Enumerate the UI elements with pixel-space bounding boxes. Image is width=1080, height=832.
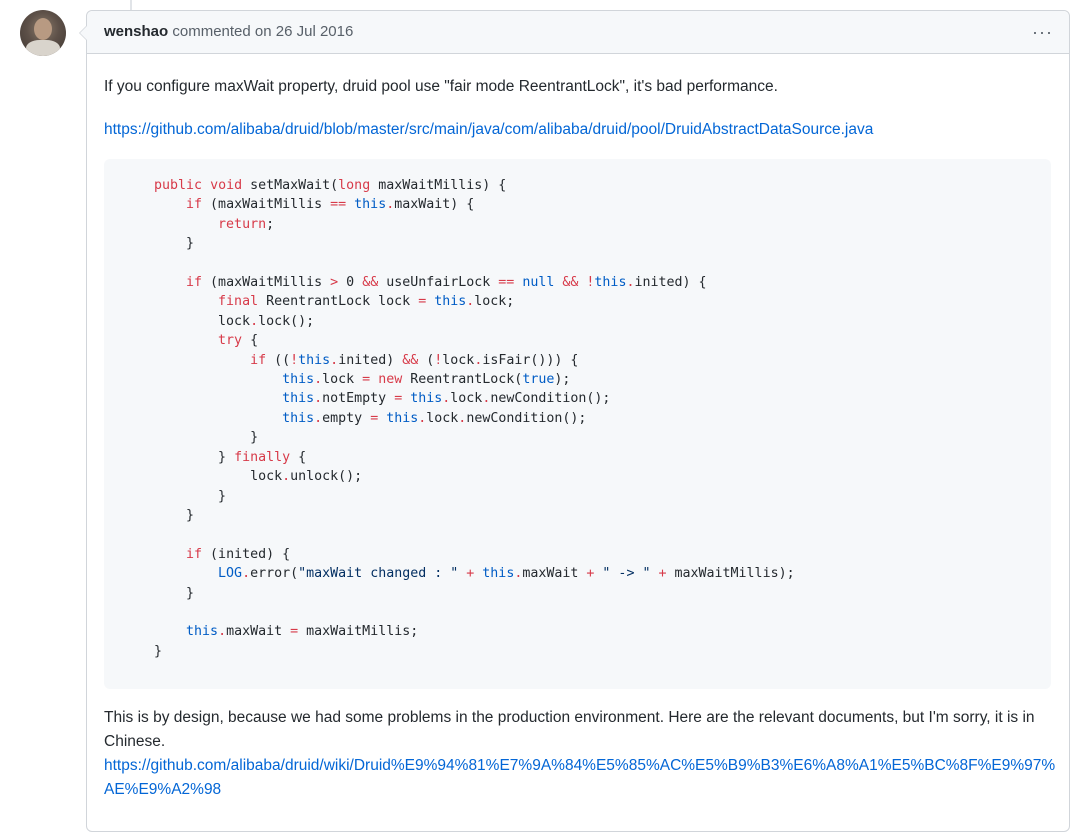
comment-box: wenshao commented on 26 Jul 2016 ··· If …: [79, 10, 1070, 832]
comment-author[interactable]: wenshao: [104, 23, 169, 40]
comment-meta[interactable]: commented on 26 Jul 2016: [172, 23, 354, 40]
code-block: public void setMaxWait(long maxWaitMilli…: [104, 159, 1051, 689]
avatar-shirt: [26, 40, 60, 56]
wiki-link[interactable]: https://github.com/alibaba/druid/wiki/Dr…: [104, 757, 1056, 798]
code-content: public void setMaxWait(long maxWaitMilli…: [154, 178, 795, 659]
kebab-horizontal-icon[interactable]: ···: [1032, 22, 1053, 42]
avatar[interactable]: [20, 10, 66, 56]
comment-paragraph-1: If you configure maxWait property, druid…: [104, 78, 778, 95]
avatar-face: [34, 18, 52, 40]
timeline-line: [130, 0, 132, 10]
source-link[interactable]: https://github.com/alibaba/druid/blob/ma…: [104, 121, 874, 138]
comment-caret: [79, 25, 87, 41]
comment-paragraph-2: This is by design, because we had some p…: [104, 709, 1035, 750]
comment-header: wenshao commented on 26 Jul 2016 ···: [87, 11, 1069, 54]
